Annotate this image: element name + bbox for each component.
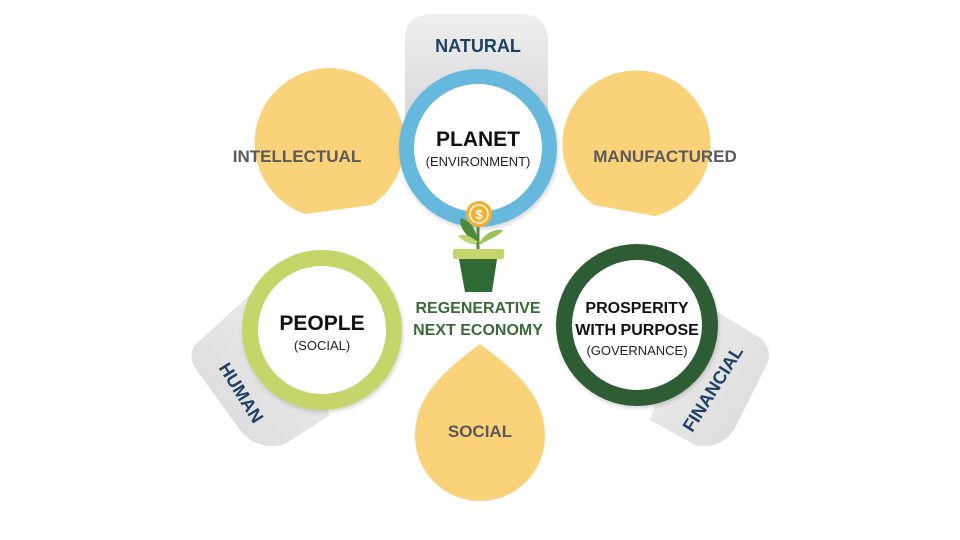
intellectual-capital-label: INTELLECTUAL <box>233 147 361 166</box>
prosperity-title-line2: WITH PURPOSE <box>575 322 699 339</box>
planet-subtitle: (ENVIRONMENT) <box>426 154 531 169</box>
center-label-line2: NEXT ECONOMY <box>413 322 543 339</box>
people-subtitle: (SOCIAL) <box>294 338 350 353</box>
intellectual-drop <box>254 68 405 214</box>
manufactured-capital-label: MANUFACTURED <box>593 147 737 166</box>
people-title: PEOPLE <box>279 312 364 335</box>
social-capital-label: SOCIAL <box>448 422 512 441</box>
coin-symbol: $ <box>475 207 483 222</box>
planet-circle <box>399 69 557 227</box>
prosperity-title-line1: PROSPERITY <box>585 300 688 317</box>
planet-title: PLANET <box>436 128 520 151</box>
center-label-line1: REGENERATIVE <box>415 300 540 317</box>
coin-icon: $ <box>466 201 492 227</box>
social-drop <box>415 344 545 502</box>
natural-capital-label: NATURAL <box>435 36 521 56</box>
people-circle <box>242 250 402 410</box>
prosperity-circle <box>556 244 718 406</box>
prosperity-subtitle: (GOVERNANCE) <box>586 343 687 358</box>
manufactured-drop <box>562 70 711 216</box>
